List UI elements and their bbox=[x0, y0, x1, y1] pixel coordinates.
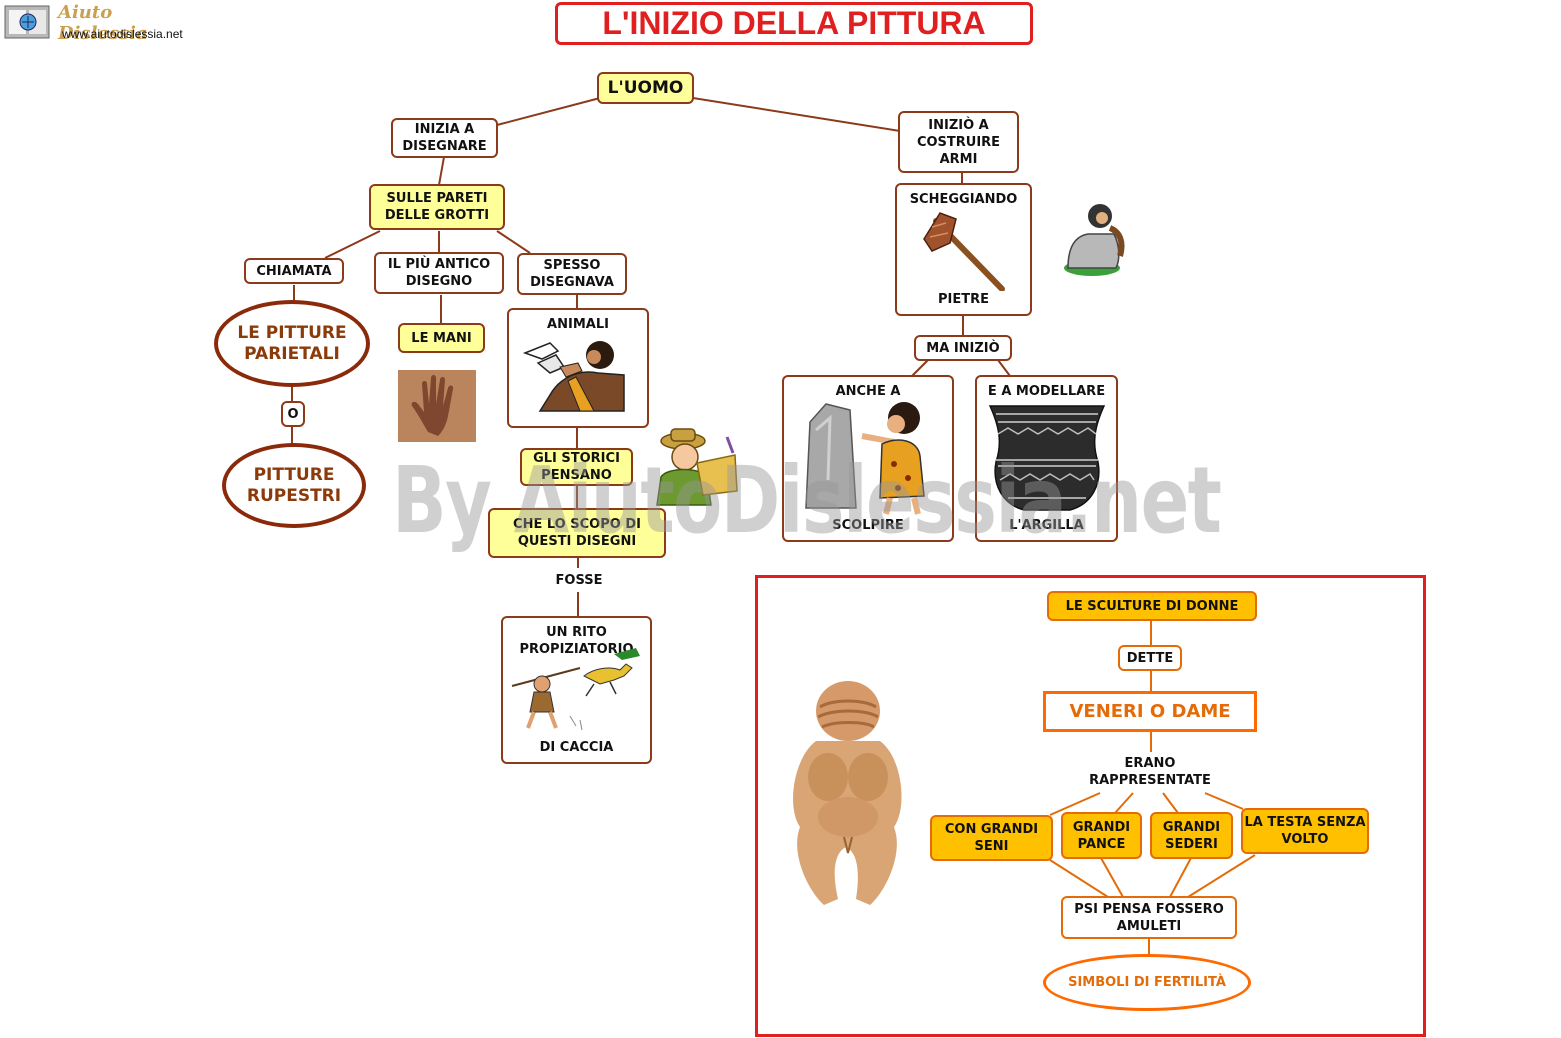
node-spesso: SPESSO DISEGNAVA bbox=[517, 253, 627, 295]
node-chiamata: CHIAMATA bbox=[244, 258, 344, 284]
rito-label-top: UN RITO PROPIZIATORIO bbox=[519, 625, 634, 657]
caveman-carving-image bbox=[1064, 204, 1125, 276]
node-costruire: INIZIÒ A COSTRUIRE ARMI bbox=[898, 111, 1019, 173]
node-piu-antico: IL PIÙ ANTICO DISEGNO bbox=[374, 252, 504, 294]
node-sederi: GRANDI SEDERI bbox=[1150, 812, 1233, 859]
node-erano: ERANO RAPPRESENTATE bbox=[1089, 756, 1211, 788]
node-sculture: LE SCULTURE DI DONNE bbox=[1047, 591, 1257, 621]
node-ma-inizio: MA INIZIÒ bbox=[914, 335, 1012, 361]
logo-title: Aiuto Dislessia bbox=[58, 2, 148, 44]
node-fosse: FOSSE bbox=[555, 572, 603, 588]
stone-axe-image bbox=[923, 212, 1005, 291]
modellare-label: E A MODELLARE bbox=[987, 384, 1106, 399]
hunting-scene-image bbox=[511, 648, 640, 731]
scheggiando-label: SCHEGGIANDO bbox=[909, 192, 1018, 207]
node-dette: DETTE bbox=[1118, 645, 1182, 671]
page-title: L'INIZIO DELLA PITTURA bbox=[555, 2, 1033, 45]
sculpting-caveman-image bbox=[805, 402, 925, 515]
node-storici: GLI STORICI PENSANO bbox=[520, 448, 633, 486]
site-logo[interactable]: Aiuto Dislessia www.aiutodislessia.net bbox=[2, 2, 202, 44]
node-rito: UN RITO PROPIZIATORIO DI CACCIA bbox=[501, 616, 652, 764]
node-pareti: SULLE PARETI DELLE GROTTI bbox=[369, 184, 505, 230]
node-psi: PSI PENSA FOSSERO AMULETI bbox=[1061, 896, 1237, 939]
explorer-cartoon-image bbox=[656, 428, 738, 506]
node-simboli: SIMBOLI DI FERTILITÀ bbox=[1043, 954, 1251, 1011]
node-o: O bbox=[281, 401, 305, 427]
node-seni: CON GRANDI SENI bbox=[930, 815, 1053, 861]
watermark: By AiutoDislessia.net bbox=[392, 447, 1222, 554]
venus-section-frame bbox=[755, 575, 1426, 1037]
argilla-label: L'ARGILLA bbox=[1009, 518, 1084, 533]
animali-label: ANIMALI bbox=[547, 317, 609, 332]
node-pance: GRANDI PANCE bbox=[1061, 812, 1142, 859]
node-pitture-parietali: LE PITTURE PARIETALI bbox=[214, 300, 370, 387]
node-uomo: L'UOMO bbox=[597, 72, 694, 104]
node-veneri: VENERI O DAME bbox=[1043, 691, 1257, 732]
node-le-mani: LE MANI bbox=[398, 323, 485, 353]
anche-a-label: ANCHE A bbox=[835, 384, 901, 399]
book-icon bbox=[4, 5, 50, 39]
node-pitture-rupestri: PITTURE RUPESTRI bbox=[222, 443, 366, 528]
pietre-label: PIETRE bbox=[937, 292, 989, 307]
caveman-drawing-image bbox=[522, 341, 625, 412]
node-testa: LA TESTA SENZA VOLTO bbox=[1241, 808, 1369, 854]
logo-url: www.aiutodislessia.net bbox=[62, 27, 183, 41]
node-inizia-disegnare: INIZIA A DISEGNARE bbox=[391, 118, 498, 158]
clay-vase-image bbox=[988, 405, 1106, 511]
scolpire-label: SCOLPIRE bbox=[832, 518, 904, 533]
rito-label-bottom: DI CACCIA bbox=[539, 740, 614, 755]
node-scopo: CHE LO SCOPO DI QUESTI DISEGNI bbox=[488, 508, 666, 558]
hand-painting-image bbox=[398, 370, 476, 442]
venus-figurine-image bbox=[793, 681, 902, 905]
